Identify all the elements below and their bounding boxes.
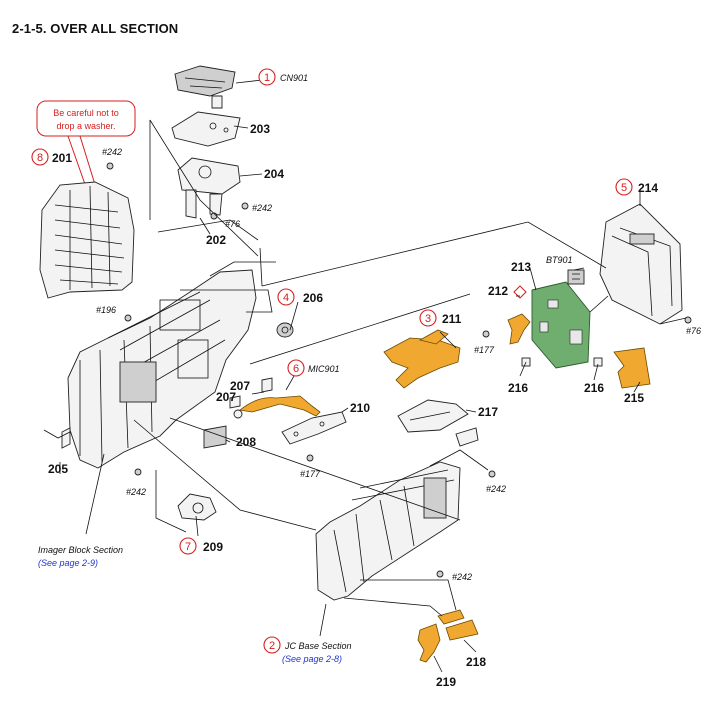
warning-note-line-1: Be careful not to — [53, 108, 119, 118]
label-206: 206 — [303, 291, 323, 305]
leader-lines — [43, 79, 687, 673]
part-mic901-harness — [233, 395, 321, 419]
part-214-lcd-frame — [599, 203, 683, 325]
label-216-a: 216 — [508, 381, 528, 395]
screw-icons — [106, 162, 692, 578]
label-213: 213 — [511, 260, 531, 274]
svg-text:4: 4 — [283, 292, 289, 304]
callout-6: 6 — [287, 359, 305, 377]
part-209-holder — [177, 493, 217, 521]
svg-text:8: 8 — [37, 152, 43, 164]
screw-label-242-d: #242 — [486, 484, 506, 494]
callout-4: 4 — [277, 288, 295, 306]
label-214: 214 — [638, 181, 658, 195]
part-213-main-board — [531, 281, 591, 369]
callout-2: 2 — [263, 636, 281, 654]
label-212: 212 — [488, 284, 508, 298]
part-cn901-connector — [174, 65, 236, 109]
label-219: 219 — [436, 675, 456, 689]
label-211: 211 — [442, 312, 462, 326]
part-203-bracket — [171, 111, 241, 147]
screw-label-242-c: #242 — [126, 487, 146, 497]
label-202: 202 — [206, 233, 226, 247]
page-title: 2-1-5. OVER ALL SECTION — [12, 21, 179, 36]
part-bt901-battery — [567, 269, 585, 285]
imager-section-name: Imager Block Section — [38, 545, 123, 555]
screw-label-76-a: #76 — [225, 219, 240, 229]
part-205-clip — [61, 427, 71, 449]
screw-label-242-a: #242 — [102, 147, 122, 157]
part-217-bracket — [397, 399, 479, 447]
callout-1: 1 — [258, 68, 276, 86]
label-209: 209 — [203, 540, 223, 554]
callout-3: 3 — [419, 309, 437, 327]
screw-label-177-b: #177 — [474, 345, 495, 355]
svg-text:1: 1 — [264, 72, 270, 84]
label-204: 204 — [264, 167, 284, 181]
label-210: 210 — [350, 401, 370, 415]
screw-label-177-a: #177 — [300, 469, 321, 479]
part-211-flex — [383, 329, 461, 389]
svg-text:6: 6 — [293, 363, 299, 375]
jcbase-section-page-link[interactable]: (See page 2-8) — [282, 654, 342, 664]
part-215-flex — [613, 347, 651, 389]
part-208-sheet — [203, 425, 227, 449]
screw-label-242-b: #242 — [252, 203, 272, 213]
svg-text:2: 2 — [269, 640, 275, 652]
label-215: 215 — [624, 391, 644, 405]
ref-label-cn901: CN901 — [280, 73, 308, 83]
label-207-b: 207 — [216, 390, 236, 404]
svg-text:5: 5 — [621, 182, 627, 194]
part-212-flex — [507, 285, 531, 345]
screw-label-242-e: #242 — [452, 572, 472, 582]
screw-label-76-b: #76 — [686, 326, 701, 336]
label-217: 217 — [478, 405, 498, 419]
part-219-flex — [417, 623, 441, 663]
ref-label-bt901: BT901 — [546, 255, 573, 265]
part-206-dial — [276, 322, 294, 338]
label-203: 203 — [250, 122, 270, 136]
jc-base-frame — [315, 461, 461, 601]
imager-section-page-link[interactable]: (See page 2-9) — [38, 558, 98, 568]
jcbase-section-name: JC Base Section — [284, 641, 352, 651]
screw-label-196: #196 — [96, 305, 116, 315]
label-201: 201 — [52, 151, 72, 165]
ref-label-mic901: MIC901 — [308, 364, 340, 374]
warning-note-line-2: drop a washer. — [56, 121, 115, 131]
part-218-flex — [437, 609, 479, 641]
part-207-pieces — [229, 377, 273, 409]
svg-text:3: 3 — [425, 313, 431, 325]
label-207-a: 207 — [230, 379, 250, 393]
callout-5: 5 — [615, 178, 633, 196]
part-210-bracket — [281, 411, 347, 445]
svg-text:7: 7 — [185, 541, 191, 553]
callout-7: 7 — [179, 537, 197, 555]
front-cabinet-body — [67, 261, 276, 469]
label-205: 205 — [48, 462, 68, 476]
label-208: 208 — [236, 435, 256, 449]
label-216-b: 216 — [584, 381, 604, 395]
part-201-grip-cover — [39, 181, 135, 299]
part-204-plate — [177, 157, 241, 219]
callout-8: 8 — [31, 148, 49, 166]
label-218: 218 — [466, 655, 486, 669]
